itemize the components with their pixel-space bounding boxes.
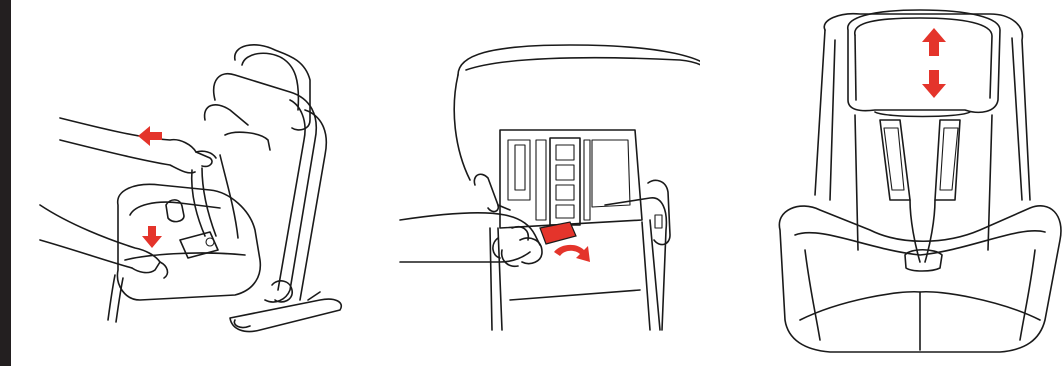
arrow-rotate-icon — [554, 245, 590, 262]
release-tab-icon — [540, 222, 576, 244]
arrow-overlay-panel1 — [20, 0, 360, 366]
arrow-overlay-panel3 — [760, 0, 1063, 366]
left-dark-strip — [0, 0, 11, 366]
arrow-left-icon — [138, 126, 162, 146]
panel-headrest-adjust — [760, 0, 1063, 366]
arrow-down-icon — [922, 70, 946, 98]
panel-release-and-pull — [20, 0, 360, 366]
panel-rear-release-handle — [380, 0, 700, 366]
arrow-overlay-panel2 — [380, 0, 700, 366]
arrow-up-icon — [922, 28, 946, 56]
arrow-down-icon — [142, 226, 162, 248]
